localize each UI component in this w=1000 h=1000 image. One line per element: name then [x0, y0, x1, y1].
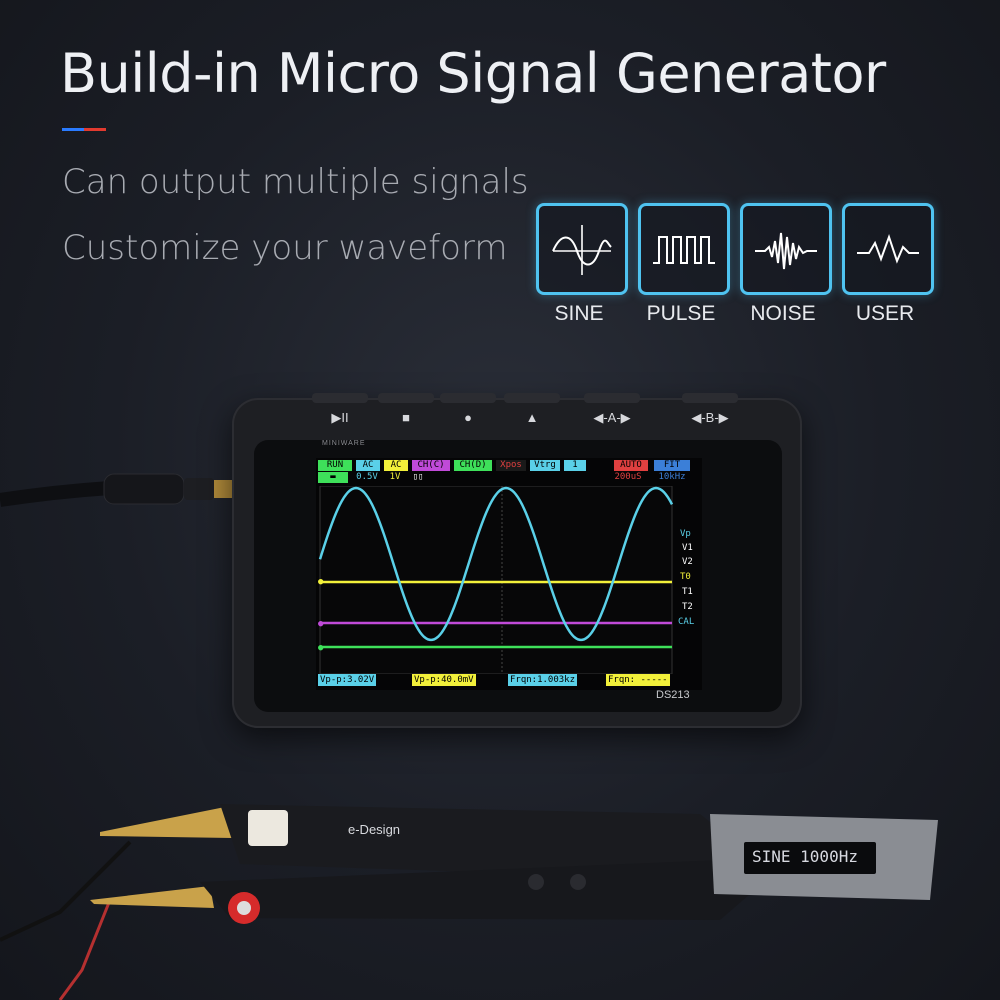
marker-t2: T2 [682, 602, 693, 612]
tweezer-display-text: SINE 1000Hz [752, 847, 858, 866]
marker-vp: Vp [680, 529, 691, 539]
marker-t1: T1 [682, 587, 693, 597]
tweezer-display [744, 842, 876, 874]
pulse-label: PULSE [646, 302, 716, 325]
status-1: 1 [564, 460, 586, 471]
marker-cal: CAL [678, 617, 695, 627]
waveform-plot: ● ● ● [318, 486, 674, 674]
sine-wave-icon [552, 225, 612, 275]
status-run: RUN [318, 460, 352, 471]
status-ch-c: CH(C) [412, 460, 450, 471]
status-auto: AUTO [614, 460, 648, 471]
a-dial[interactable] [584, 393, 640, 403]
marker-v1: V1 [682, 543, 693, 553]
user-tile [842, 203, 934, 295]
measure-ch-a-vpp: Vp-p:3.02V [318, 674, 377, 686]
headline: Build-in Micro Signal Generator [60, 42, 886, 105]
channel-c-marker: ● [318, 619, 324, 629]
subtitle-2: Customize your waveform [62, 228, 508, 268]
b-dial[interactable] [682, 393, 738, 403]
probe-cable [0, 473, 236, 507]
user-wave-icon [857, 233, 919, 264]
status-vtrg: Vtrg [530, 460, 560, 471]
trigger-label: ▲ [525, 410, 539, 425]
status-ac-b: AC [384, 460, 408, 471]
time-scale: 200uS [614, 472, 642, 482]
noise-tile [740, 203, 832, 295]
status-ch-d: CH(D) [454, 460, 492, 471]
ch-a-scale: 0.5V [356, 472, 378, 482]
pulse-wave-icon [653, 236, 715, 264]
sine-label: SINE [554, 302, 604, 325]
sine-tile [536, 203, 628, 295]
tweezer-probe [0, 804, 938, 1000]
memory-icon: ▯▯ [412, 472, 424, 482]
trace-channel-a [318, 486, 674, 642]
measure-frequency-a: Frqn:1.003kz [508, 674, 578, 686]
marker-v2: V2 [682, 557, 693, 567]
channel-b-marker: ● [318, 577, 324, 587]
oscilloscope-screen: RUN AC AC CH(C) CH(D) Xpos Vtrg 1 AUTO F… [316, 458, 702, 690]
user-label: USER [855, 302, 915, 325]
ch-b-scale: 1V [389, 472, 401, 482]
b-dial-label: ◀-B-▶ [691, 410, 729, 425]
a-dial-label: ◀-A-▶ [593, 410, 631, 425]
play-pause-button[interactable] [312, 393, 368, 403]
accent-bar [62, 128, 106, 131]
frequency-value: 10kHz [658, 472, 686, 482]
model-label: DS213 [656, 689, 690, 701]
battery-icon: ▬ [318, 472, 348, 483]
pulse-tile [638, 203, 730, 295]
stop-label: ■ [402, 410, 410, 425]
play-pause-label: ▶II [331, 410, 349, 425]
noise-wave-icon [755, 232, 817, 270]
measure-frequency-b: Frqn: ----- [606, 674, 670, 686]
noise-label: NOISE [750, 302, 816, 325]
record-button[interactable] [440, 393, 496, 403]
channel-d-marker: ● [318, 643, 324, 653]
measure-ch-b-vpp: Vp-p:40.0mV [412, 674, 476, 686]
brand-label: MINIWARE [322, 440, 366, 447]
marker-t0: T0 [680, 572, 691, 582]
subtitle-1: Can output multiple signals [62, 162, 529, 202]
record-label: ● [464, 410, 472, 425]
status-xpos: Xpos [496, 460, 526, 471]
status-fit: FIT [654, 460, 690, 471]
stop-button[interactable] [378, 393, 434, 403]
status-ac-a: AC [356, 460, 380, 471]
trigger-button[interactable] [504, 393, 560, 403]
tweezer-brand: e-Design [348, 822, 401, 837]
